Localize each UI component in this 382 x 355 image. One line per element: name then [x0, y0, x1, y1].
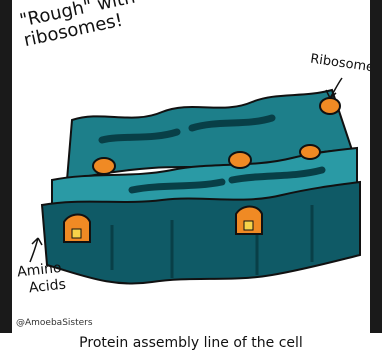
ribosome — [64, 215, 90, 243]
amino-acids-label: Amino Acids — [16, 260, 66, 299]
ribosome — [300, 145, 320, 159]
figure-caption: Protein assembly line of the cell — [0, 335, 382, 351]
ribosome — [93, 158, 115, 174]
ribosome — [229, 152, 251, 168]
caption-bar: Protein assembly line of the cell — [0, 333, 382, 355]
ribosome — [320, 98, 340, 114]
credit-watermark: @AmoebaSisters — [16, 318, 93, 328]
ribosome — [236, 207, 262, 235]
illustration-frame: "Rough" with ribosomes! Ribosome Amino A… — [12, 0, 370, 333]
ribosome-arrow — [330, 78, 342, 98]
